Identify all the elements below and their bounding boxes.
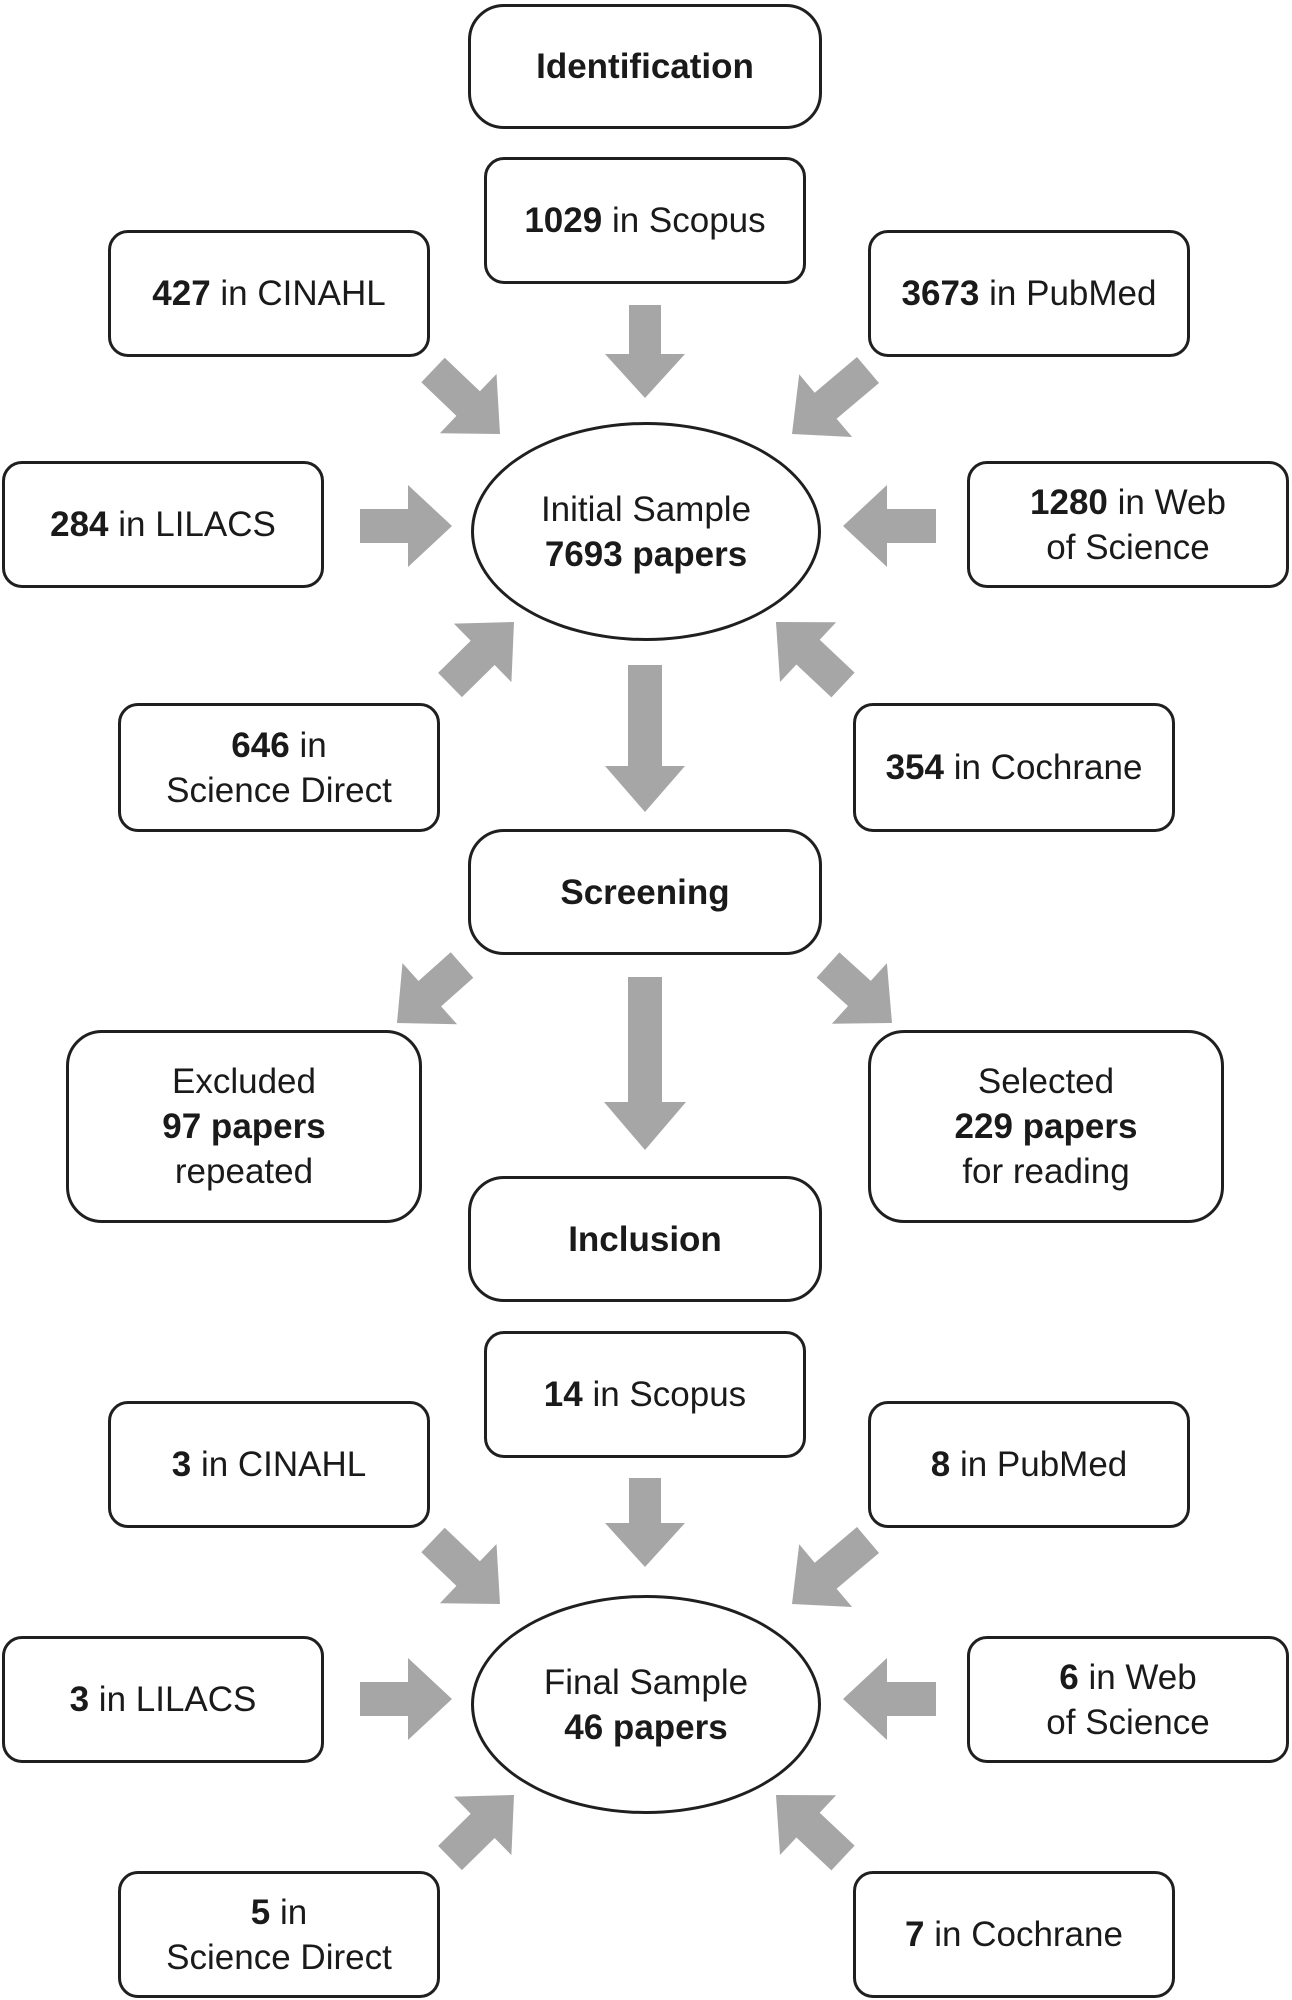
id-sciencedirect-label: in bbox=[299, 725, 327, 765]
stage-screening: Screening bbox=[468, 829, 822, 955]
arrow-pubmed-to-final bbox=[792, 1527, 879, 1607]
id-sciencedirect-label2: Science Direct bbox=[166, 770, 392, 810]
final-sample-node: Final Sample 46 papers bbox=[471, 1595, 821, 1814]
final-sample-title: Final Sample bbox=[543, 1662, 749, 1702]
in-wos-count: 6 bbox=[1059, 1657, 1079, 1697]
arrow-wos-to-initial bbox=[843, 485, 936, 567]
in-scopus-label: in Scopus bbox=[592, 1375, 747, 1414]
id-scopus-box: 1029 in Scopus bbox=[484, 157, 806, 284]
initial-sample-node: Initial Sample 7693 papers bbox=[471, 422, 821, 641]
stage-inclusion-label: Inclusion bbox=[568, 1219, 722, 1259]
excluded-box: Excluded 97 papers repeated bbox=[66, 1030, 422, 1223]
initial-sample-count: 7693 papers bbox=[544, 534, 748, 574]
id-pubmed-box: 3673 in PubMed bbox=[868, 230, 1190, 357]
in-lilacs-box: 3 in LILACS bbox=[2, 1636, 324, 1763]
arrow-wos-to-final bbox=[843, 1658, 936, 1740]
excluded-line1: Excluded bbox=[172, 1062, 316, 1101]
in-cochrane-label: in Cochrane bbox=[934, 1915, 1123, 1954]
stage-inclusion: Inclusion bbox=[468, 1176, 822, 1302]
arrow-cochrane-to-final bbox=[776, 1795, 855, 1871]
arrow-sciencedirect-to-initial bbox=[438, 622, 514, 698]
in-sciencedirect-box: 5 in Science Direct bbox=[118, 1871, 440, 1998]
arrow-lilacs-to-initial bbox=[360, 485, 452, 567]
id-wos-box: 1280 in Web of Science bbox=[967, 461, 1289, 588]
id-wos-label2: of Science bbox=[1046, 527, 1210, 567]
in-wos-label: in Web bbox=[1088, 1657, 1197, 1697]
id-cinahl-label: in CINAHL bbox=[220, 274, 386, 313]
id-cinahl-box: 427 in CINAHL bbox=[108, 230, 430, 357]
id-pubmed-label: in PubMed bbox=[989, 274, 1157, 313]
in-cochrane-count: 7 bbox=[905, 1915, 925, 1954]
in-wos-box: 6 in Web of Science bbox=[967, 1636, 1289, 1763]
excluded-count: 97 papers bbox=[162, 1107, 326, 1146]
selected-line3: for reading bbox=[962, 1152, 1130, 1191]
in-lilacs-count: 3 bbox=[69, 1680, 90, 1719]
stage-identification-label: Identification bbox=[536, 47, 754, 86]
id-lilacs-box: 284 in LILACS bbox=[2, 461, 324, 588]
in-pubmed-label: in PubMed bbox=[959, 1445, 1128, 1484]
in-sciencedirect-count: 5 bbox=[250, 1892, 271, 1932]
id-lilacs-label: in LILACS bbox=[118, 505, 276, 544]
in-cinahl-label: in CINAHL bbox=[200, 1445, 367, 1484]
arrow-cochrane-to-initial bbox=[776, 622, 855, 698]
arrow-pubmed-to-initial bbox=[792, 357, 879, 437]
id-wos-label: in Web bbox=[1117, 482, 1226, 522]
id-scopus-label: in Scopus bbox=[611, 201, 766, 240]
stage-screening-label: Screening bbox=[560, 872, 730, 912]
id-cochrane-count: 354 bbox=[885, 748, 944, 787]
arrow-screening-to-excluded bbox=[397, 952, 474, 1025]
arrow-initial-to-screening bbox=[605, 665, 685, 812]
in-cinahl-box: 3 in CINAHL bbox=[108, 1401, 430, 1528]
in-lilacs-label: in LILACS bbox=[98, 1680, 257, 1719]
in-sciencedirect-label2: Science Direct bbox=[166, 1937, 392, 1977]
initial-sample-title: Initial Sample bbox=[540, 489, 752, 529]
id-cochrane-label: in Cochrane bbox=[953, 748, 1143, 787]
id-sciencedirect-box: 646 in Science Direct bbox=[118, 703, 440, 832]
id-wos-count: 1280 bbox=[1030, 482, 1108, 522]
selected-line1: Selected bbox=[977, 1062, 1115, 1101]
in-cinahl-count: 3 bbox=[171, 1445, 192, 1484]
id-lilacs-count: 284 bbox=[50, 505, 109, 544]
arrow-sciencedirect-to-final bbox=[438, 1795, 514, 1871]
in-pubmed-box: 8 in PubMed bbox=[868, 1401, 1190, 1528]
arrow-scopus-to-initial bbox=[605, 305, 685, 398]
id-cinahl-count: 427 bbox=[152, 274, 211, 313]
id-scopus-count: 1029 bbox=[524, 201, 603, 240]
arrow-scopus-to-final bbox=[605, 1478, 685, 1567]
in-scopus-box: 14 in Scopus bbox=[484, 1331, 806, 1458]
in-sciencedirect-label: in bbox=[279, 1892, 308, 1932]
final-sample-count: 46 papers bbox=[564, 1707, 728, 1747]
excluded-line3: repeated bbox=[174, 1152, 314, 1191]
in-wos-label2: of Science bbox=[1046, 1702, 1210, 1742]
in-cochrane-box: 7 in Cochrane bbox=[853, 1871, 1175, 1998]
arrow-screening-to-selected bbox=[816, 952, 892, 1024]
selected-box: Selected 229 papers for reading bbox=[868, 1030, 1224, 1223]
id-cochrane-box: 354 in Cochrane bbox=[853, 703, 1175, 832]
in-pubmed-count: 8 bbox=[930, 1445, 951, 1484]
arrow-cinahl-to-initial bbox=[421, 357, 500, 434]
id-pubmed-count: 3673 bbox=[901, 274, 980, 313]
arrow-cinahl-to-final bbox=[421, 1527, 500, 1604]
stage-identification: Identification bbox=[468, 4, 822, 129]
id-sciencedirect-count: 646 bbox=[231, 725, 290, 765]
in-scopus-count: 14 bbox=[543, 1375, 583, 1414]
arrow-lilacs-to-final bbox=[360, 1658, 452, 1740]
selected-count: 229 papers bbox=[954, 1107, 1138, 1146]
arrow-screening-to-inclusion bbox=[604, 977, 686, 1150]
